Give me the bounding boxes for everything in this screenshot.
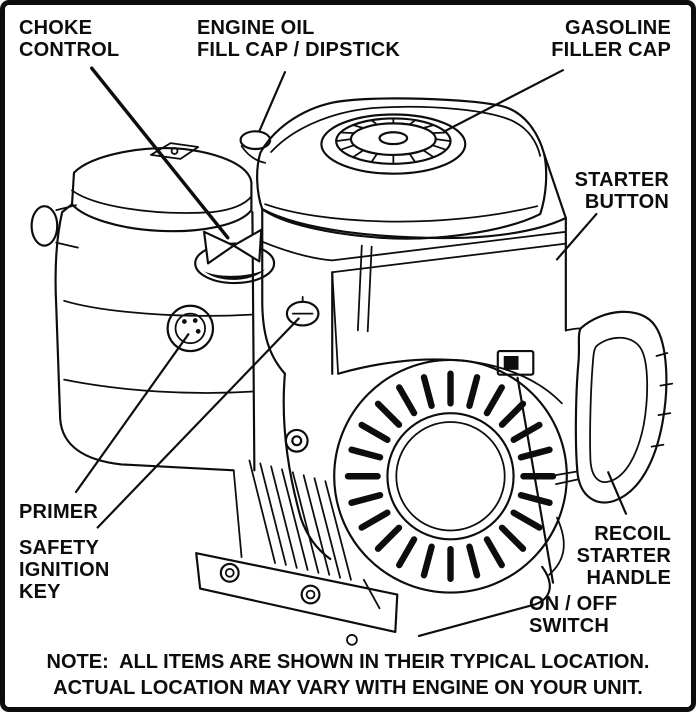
label-engine-oil-fill-cap: ENGINE OIL FILL CAP / DIPSTICK xyxy=(197,17,401,61)
leader-recoil-handle xyxy=(607,471,628,515)
starter-rope xyxy=(554,470,580,486)
valve-cover xyxy=(70,142,253,233)
cooling-fins xyxy=(248,459,352,581)
recoil-housing xyxy=(331,271,568,594)
note-text-line2: ACTUAL LOCATION MAY VARY WITH ENGINE ON … xyxy=(53,677,643,699)
on-off-switch-graphic xyxy=(496,349,535,376)
label-gasoline-filler-cap: GASOLINE FILLER CAP xyxy=(551,17,671,61)
leader-ignition-key xyxy=(96,317,300,529)
engine-illustration xyxy=(30,66,674,646)
note-text-line1: NOTE: ALL ITEMS ARE SHOWN IN THEIR TYPIC… xyxy=(46,651,650,673)
fuel-tank xyxy=(239,97,548,240)
label-starter-button: STARTER BUTTON xyxy=(574,169,669,213)
leader-oil xyxy=(258,71,287,133)
vent-slots xyxy=(344,370,557,582)
leader-starter-button xyxy=(555,212,598,261)
left-stub xyxy=(30,205,59,247)
gas-cap xyxy=(320,113,467,175)
starter-handle xyxy=(554,310,674,504)
base-plate xyxy=(195,552,399,646)
engine-body xyxy=(248,152,567,638)
label-on-off-switch: ON / OFF SWITCH xyxy=(529,593,618,637)
leader-primer xyxy=(74,333,190,494)
choke-knob xyxy=(194,228,276,285)
ignition-key xyxy=(285,295,320,327)
label-primer: PRIMER xyxy=(19,501,98,523)
leader-choke xyxy=(90,66,230,240)
leader-gasoline xyxy=(443,69,564,133)
oil-fill-cap xyxy=(239,130,272,151)
primer-bulb xyxy=(166,304,215,353)
label-choke-control: CHOKE CONTROL xyxy=(19,17,120,61)
leader-on-off xyxy=(516,376,555,584)
label-recoil-starter-handle: RECOIL STARTER HANDLE xyxy=(576,523,671,589)
leader-lines xyxy=(74,66,628,584)
label-safety-ignition-key: SAFETY IGNITION KEY xyxy=(19,537,110,603)
